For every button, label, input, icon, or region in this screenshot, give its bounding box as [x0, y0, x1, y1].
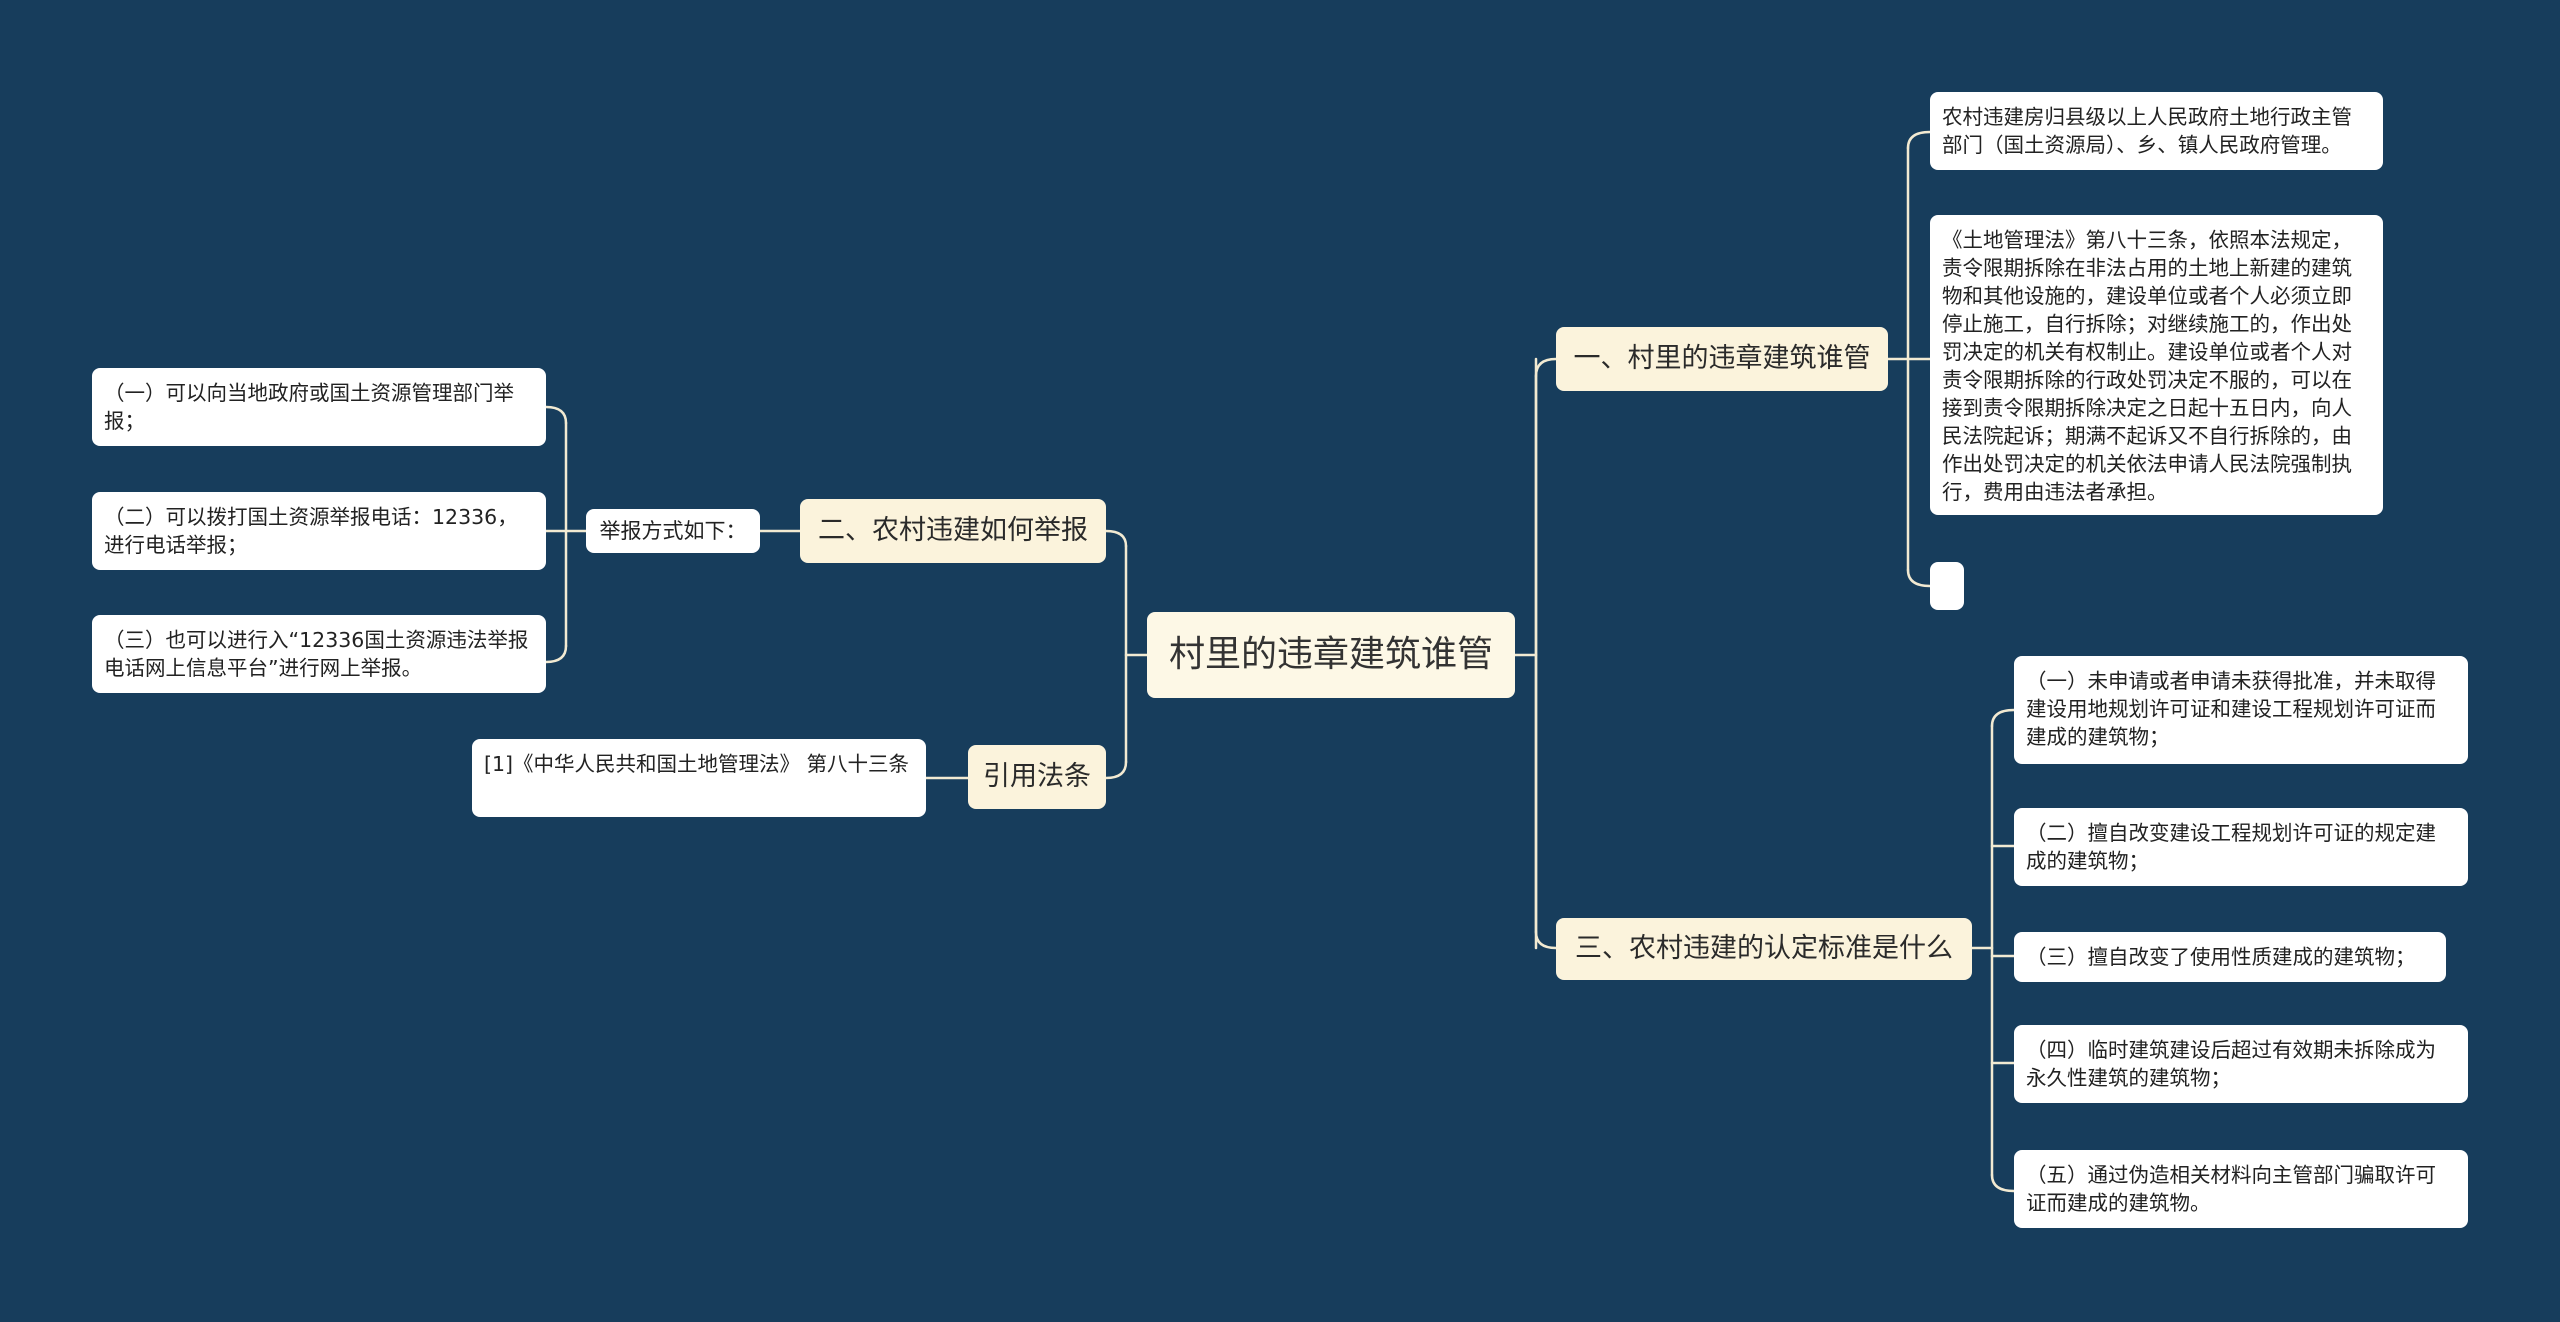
connector-std-item-1: [1990, 708, 2016, 728]
standard-item-4[interactable]: （四）临时建筑建设后超过有效期未拆除成为永久性建筑的建筑物；: [2014, 1025, 2468, 1103]
who-manages-item-2[interactable]: 《土地管理法》第八十三条，依照本法规定，责令限期拆除在非法占用的土地上新建的建筑…: [1930, 215, 2383, 515]
connector-to-who-manages: [1534, 357, 1558, 378]
standard-item-3[interactable]: （三）擅自改变了使用性质建成的建筑物；: [2014, 932, 2446, 982]
root-topic[interactable]: 村里的违章建筑谁管: [1147, 612, 1515, 698]
who-manages-item-3-empty[interactable]: [1930, 562, 1964, 610]
connector-who-item-1: [1906, 130, 1932, 150]
branch-who-manages[interactable]: 一、村里的违章建筑谁管: [1556, 327, 1888, 391]
branch-how-report[interactable]: 二、农村违建如何举报: [800, 499, 1106, 563]
report-method-label[interactable]: 举报方式如下：: [586, 509, 760, 553]
report-item-1[interactable]: （一）可以向当地政府或国土资源管理部门举报；: [92, 368, 546, 446]
report-item-3[interactable]: （三）也可以进行入“12336国土资源违法举报电话网上信息平台”进行网上举报。: [92, 615, 546, 693]
connector-to-citation: [1104, 760, 1128, 780]
connector-report-item-3: [544, 644, 568, 664]
branch-citation[interactable]: 引用法条: [968, 745, 1106, 809]
branch-standard[interactable]: 三、农村违建的认定标准是什么: [1556, 918, 1972, 980]
connector-report-item-1: [544, 405, 568, 425]
standard-item-1[interactable]: （一）未申请或者申请未获得批准，并未取得建设用地规划许可证和建设工程规划许可证而…: [2014, 656, 2468, 764]
connector-std-item-5: [1990, 1173, 2016, 1193]
connector-to-how-report: [1104, 529, 1128, 548]
standard-item-2[interactable]: （二）擅自改变建设工程规划许可证的规定建成的建筑物；: [2014, 808, 2468, 886]
standard-item-5[interactable]: （五）通过伪造相关材料向主管部门骗取许可证而建成的建筑物。: [2014, 1150, 2468, 1228]
who-manages-item-1[interactable]: 农村违建房归县级以上人民政府土地行政主管部门（国土资源局）、乡、镇人民政府管理。: [1930, 92, 2383, 170]
report-item-2[interactable]: （二）可以拨打国土资源举报电话：12336，进行电话举报；: [92, 492, 546, 570]
connector-who-item-3: [1906, 568, 1932, 588]
connector-to-standard: [1534, 930, 1558, 950]
citation-item-1[interactable]: [1]《中华人民共和国土地管理法》 第八十三条: [472, 739, 926, 817]
